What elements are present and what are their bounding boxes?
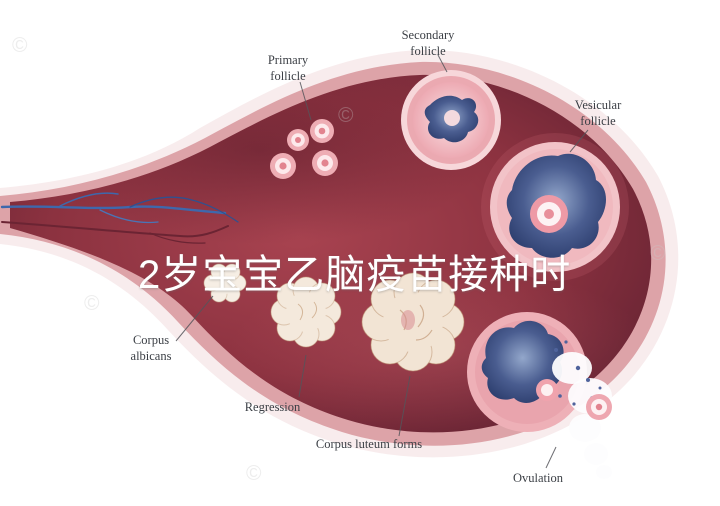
- label-ovulation: Ovulation: [513, 471, 563, 485]
- corpus-luteum: [361, 272, 465, 372]
- corpus-albicans-body: [203, 263, 247, 303]
- label-corpus-albicans: Corpus albicans: [130, 333, 172, 363]
- splash-speckles: [554, 340, 602, 406]
- ovulation-follicle: [467, 312, 587, 432]
- leader-lines: [175, 54, 589, 469]
- blood-vessels: [0, 192, 239, 244]
- overlay-text: 2岁宝宝乙脑疫苗接种时: [138, 253, 572, 297]
- released-ovum: [586, 394, 612, 420]
- primary-follicles: [270, 119, 338, 179]
- label-regression: Regression: [244, 400, 301, 414]
- label-vesicular-follicle: Vesicular follicle: [574, 98, 622, 128]
- regression-body: [270, 276, 342, 348]
- label-secondary-follicle: Secondary follicle: [401, 28, 455, 58]
- secondary-follicle: [401, 70, 501, 170]
- label-corpus-luteum-forms: Corpus luteum forms: [315, 437, 423, 451]
- label-primary-follicle: Primary follicle: [267, 53, 309, 83]
- vesicular-follicle: [490, 142, 620, 272]
